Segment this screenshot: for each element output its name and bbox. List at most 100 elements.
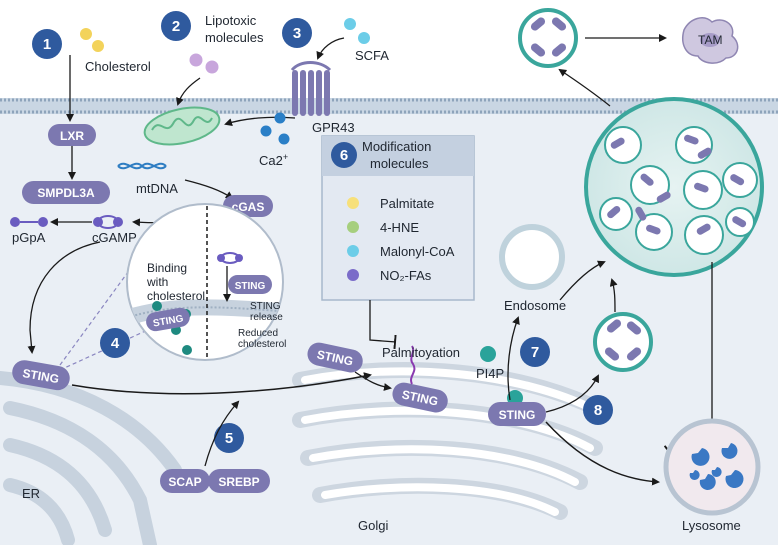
scfa-label: SCFA [355,48,389,63]
scfa-molecules [344,18,370,44]
sting-release-label-2: release [250,312,283,323]
sting-vesicle-top [518,8,578,68]
step-8-marker: 8 [583,395,613,425]
modification-item: Palmitate [347,196,434,211]
endosome-label: Endosome [504,298,566,313]
ca2-label: Ca2+ [259,152,288,168]
golgi-label: Golgi [358,518,388,533]
hne-dot [347,221,359,233]
lipotoxic-label-2: molecules [205,30,264,45]
arrow-mtdna-cgas [184,179,234,200]
mtdna-helix [117,162,167,170]
svg-text:Palmitate: Palmitate [380,196,434,211]
pi4p-molecule [480,346,496,362]
cgamp-molecule [93,215,123,229]
palmitoyation-label: Palmitoyation [382,345,460,360]
step-3-marker: 3 [282,18,312,48]
svg-text:SMPDL3A: SMPDL3A [37,186,95,200]
lipotoxic-molecules [189,53,219,74]
smpdl3a-pill: SMPDL3A [22,181,110,204]
arrow-lipotoxic-mito [176,77,201,106]
binding-label-3: cholesterol [147,289,205,303]
step-5-marker: 5 [214,423,244,453]
svg-text:7: 7 [531,344,539,361]
cholesterol-molecules [80,28,104,52]
svg-text:NO₂-FAs: NO₂-FAs [380,268,432,283]
svg-text:STING: STING [22,366,61,386]
svg-text:8: 8 [594,402,602,419]
arrow-endosome-mvb [559,260,606,301]
svg-text:STING: STING [152,313,184,329]
sting-vesicle-mid [593,312,653,372]
step-7-marker: 7 [520,337,550,367]
sting-pill-golgi-palm: STING [392,382,448,413]
svg-text:LXR: LXR [60,129,84,143]
arrow-cgamp-sting [27,241,101,354]
pgpa-molecule [10,217,48,227]
reduced-label-2: cholesterol [238,339,286,350]
lysosome [663,418,761,516]
step-1-marker: 1 [32,29,62,59]
er-label: ER [22,486,40,501]
cgamp-zoom [217,252,243,264]
gpr43-receptor [290,61,332,116]
srebp-pill: SREBP [208,469,270,493]
binding-label-2: with [146,275,168,289]
sting-pill-exit: STING [488,402,546,426]
sting-pill-zoom-left: STING [146,307,190,332]
modification-title-2: molecules [370,156,429,171]
step-6-number: 6 [340,147,348,164]
svg-text:4: 4 [111,335,120,352]
svg-text:SCAP: SCAP [168,475,201,489]
arrow-gpr43-mito [224,116,296,127]
golgi-lumen [301,367,599,516]
pi4p-label: PI4P [476,366,504,381]
arrow-sting-endosome [507,316,520,401]
modification-item: NO₂-FAs [347,268,432,283]
lysosome-label: Lysosome [682,518,741,533]
sting-release-label-1: STING [250,301,281,312]
sting-pill-zoom-right: STING [228,275,272,294]
arrow-er-golgi [71,372,372,395]
pgpa-label: pGpA [12,230,46,245]
step-4-marker: 4 [100,328,130,358]
palmitoyl-chain [410,345,416,385]
multivesicular-body [584,97,764,277]
lxr-pill: LXR [48,124,96,146]
reduced-label-1: Reduced [238,328,278,339]
svg-text:Malonyl-CoA: Malonyl-CoA [380,244,455,259]
lipotoxic-label-1: Lipotoxic [205,13,257,28]
cholesterol-label: Cholesterol [85,59,151,74]
arrow-sting-lysosome [545,421,660,486]
modification-item: 4-HNE [347,220,419,235]
palmitate-dot [347,197,359,209]
modification-title-1: Modification [362,139,431,154]
modification-molecules-panel: 6 Modification molecules Palmitate 4-HNE… [321,135,475,301]
arrow-golgi-sting [354,371,392,391]
modification-item: Malonyl-CoA [347,244,455,259]
arrow-vesicle-mvb [609,278,618,313]
tam-label: TAM [698,33,722,47]
arrow-scfa-gpr43 [316,37,345,60]
svg-text:3: 3 [293,25,301,42]
extracellular-space [0,0,778,112]
endosome [499,224,565,290]
sting-pill-golgi-top: STING [307,342,363,373]
malonyl-coa-dot [347,245,359,257]
inhibit-modification [369,300,397,349]
mtdna-label: mtDNA [136,181,178,196]
svg-text:4-HNE: 4-HNE [380,220,419,235]
svg-text:1: 1 [43,36,51,53]
mitochondrion [143,106,221,146]
calcium-ions [260,112,290,145]
svg-text:5: 5 [225,430,233,447]
arrow-scap-srebp [204,400,240,467]
step-2-marker: 2 [161,11,191,41]
svg-text:STING: STING [235,281,266,292]
svg-text:cGAS: cGAS [232,200,265,214]
gpr43-label: GPR43 [312,120,355,135]
no2-fas-dot [347,269,359,281]
cgamp-label: cGAMP [92,230,137,245]
arrow-sting-vesicle [545,374,599,413]
